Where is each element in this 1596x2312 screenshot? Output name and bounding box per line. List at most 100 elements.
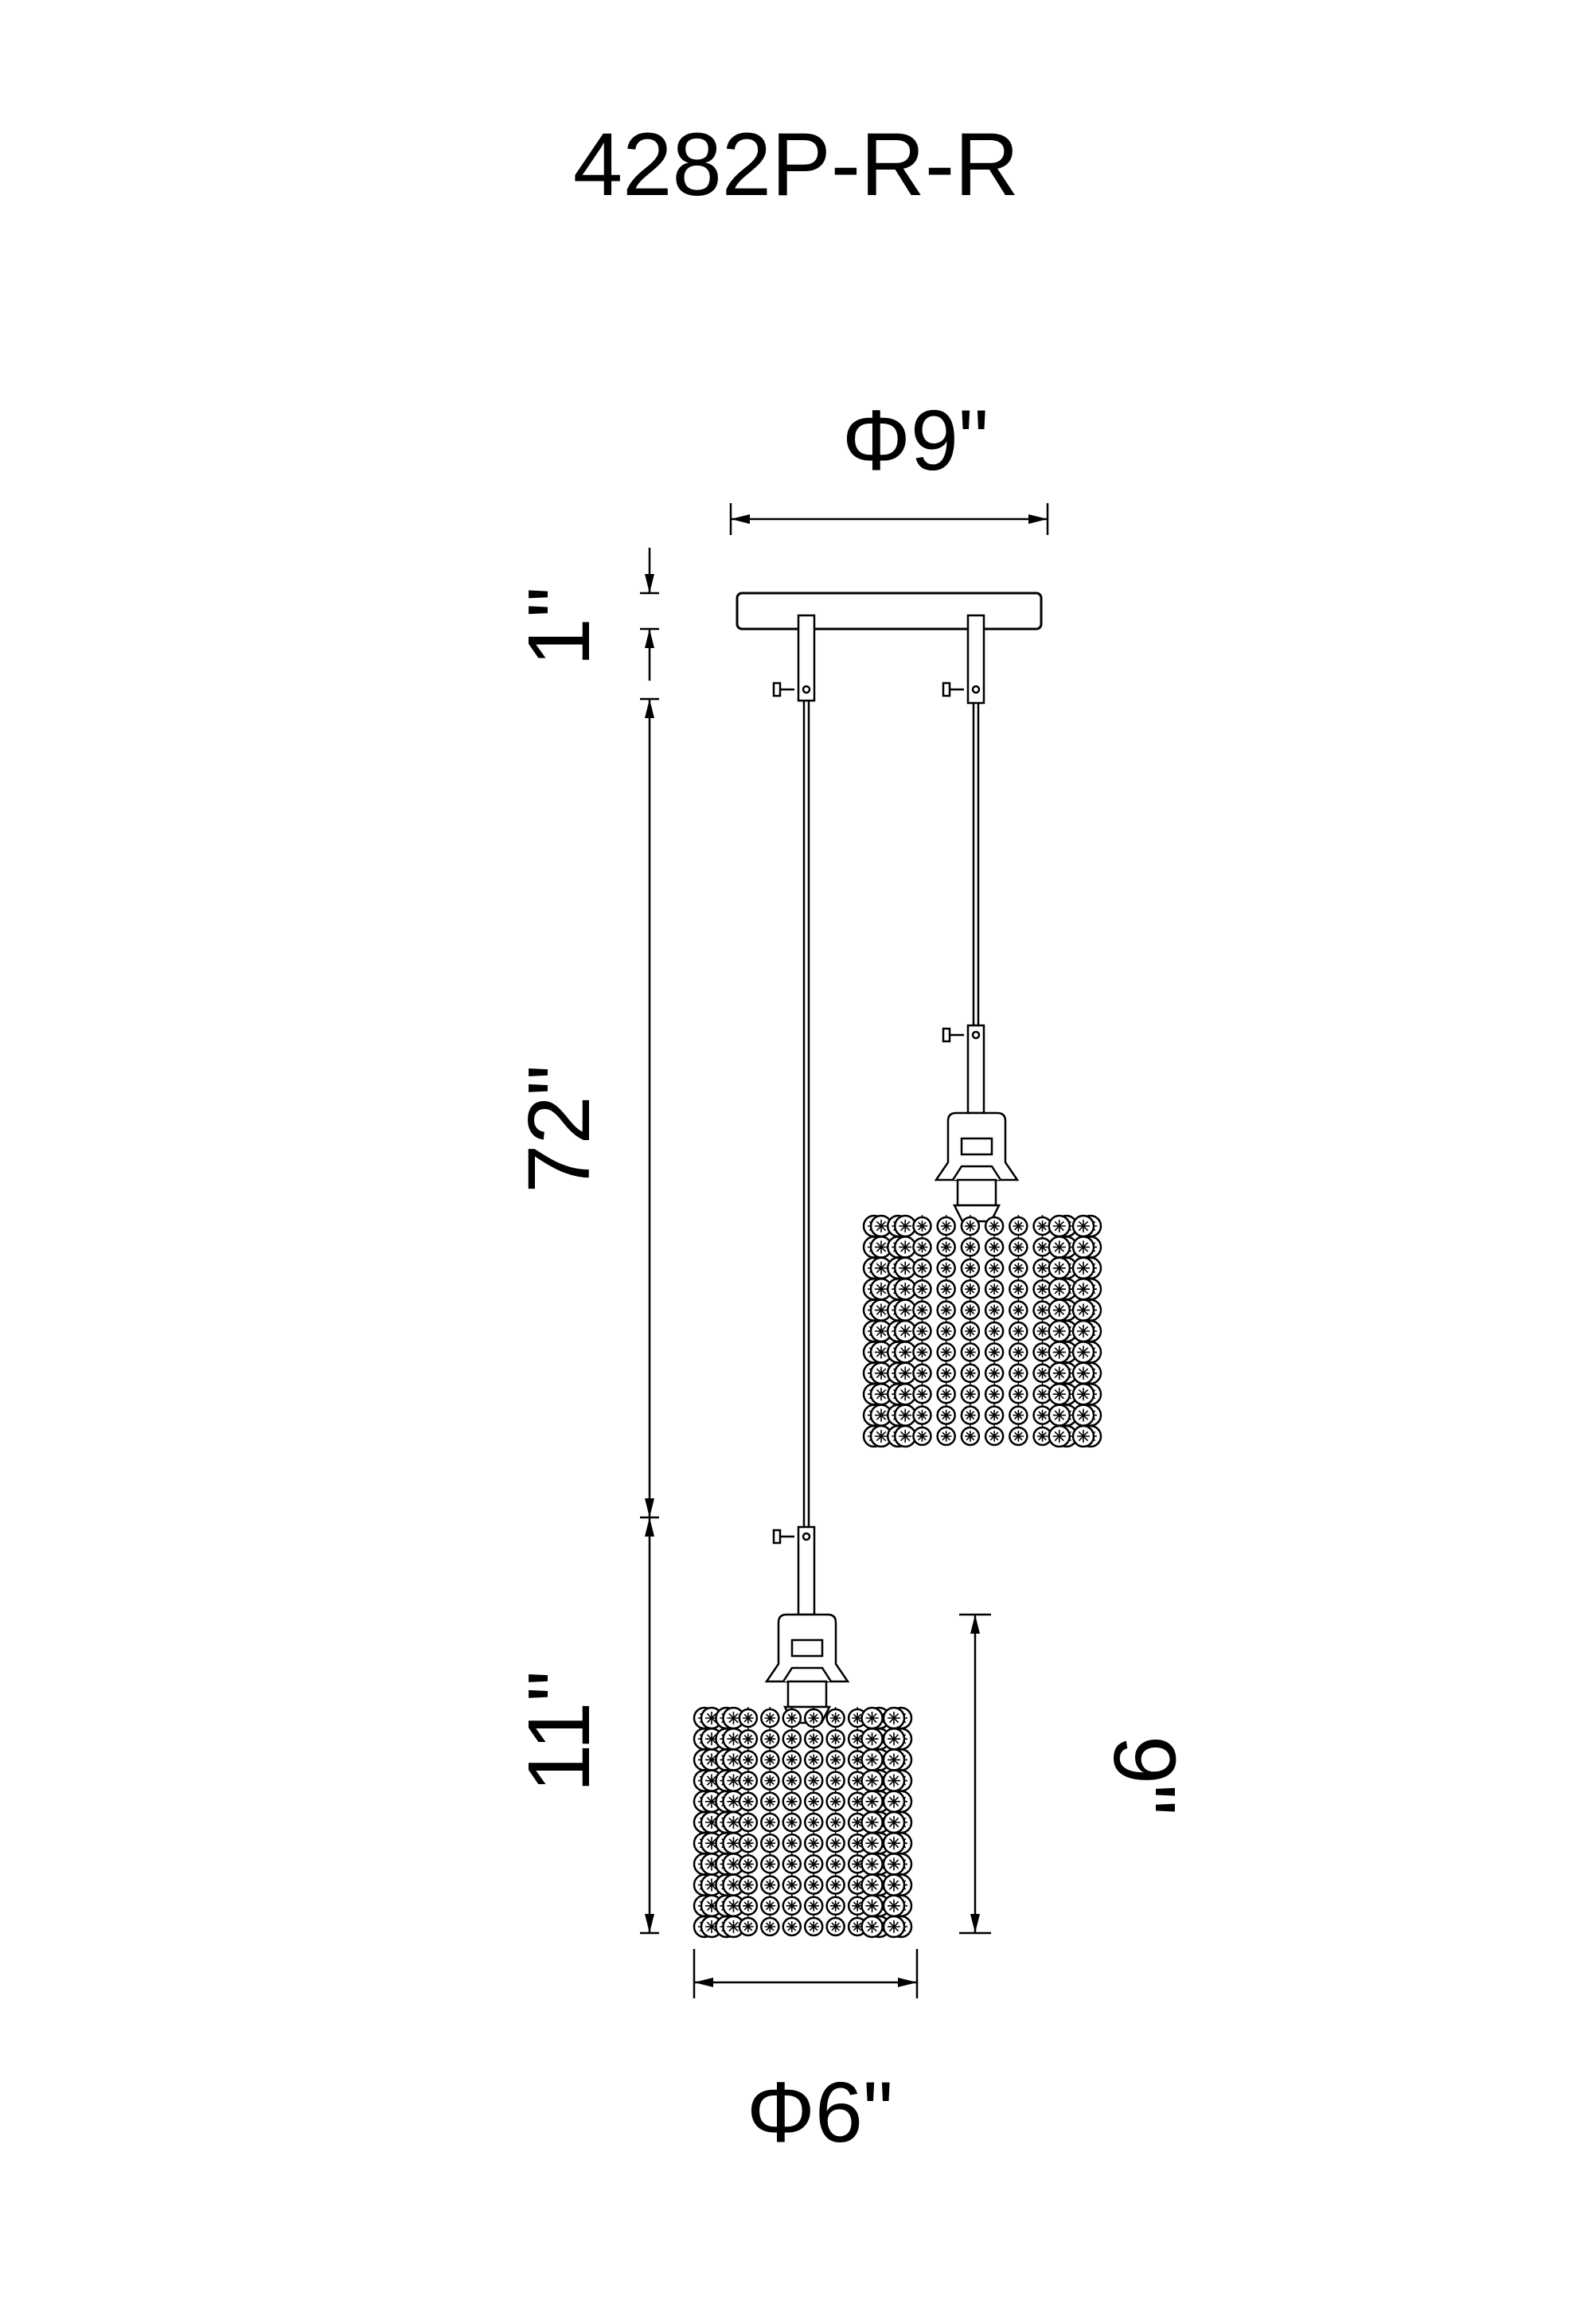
crystal-facet xyxy=(764,1817,776,1828)
crystal-shade-right xyxy=(862,1214,1102,1448)
canopy-height-label: 1" xyxy=(510,587,608,666)
crystal-facet xyxy=(989,1220,1000,1232)
crystal-facet xyxy=(1036,1409,1048,1421)
crystal-facet xyxy=(704,1857,719,1871)
crystal-facet xyxy=(743,1837,754,1849)
crystal-facet xyxy=(852,1879,863,1891)
crystal-facet xyxy=(808,1858,820,1870)
canopy-diameter-label: Φ9" xyxy=(842,392,989,488)
crystal-facet xyxy=(874,1303,888,1317)
crystal-facet xyxy=(874,1366,888,1380)
crystal-facet xyxy=(965,1367,976,1379)
crystal-facet xyxy=(887,1795,901,1808)
crystal-facet xyxy=(743,1879,754,1891)
crystal-facet xyxy=(743,1733,754,1745)
crystal-facet xyxy=(829,1733,841,1745)
crystal-facet xyxy=(965,1262,976,1274)
crystal-facet xyxy=(829,1879,841,1891)
crystal-facet xyxy=(865,1711,879,1725)
crystal-facet xyxy=(764,1795,776,1807)
crystal-facet xyxy=(1036,1304,1048,1316)
crystal-facet xyxy=(1013,1304,1024,1316)
crystal-facet xyxy=(899,1408,912,1422)
crystal-facet xyxy=(808,1837,820,1849)
crystal-facet xyxy=(764,1733,776,1745)
crystal-facet xyxy=(887,1732,901,1746)
crystal-facet xyxy=(786,1795,798,1807)
canopy xyxy=(736,592,1043,631)
crystal-facet xyxy=(764,1900,776,1912)
crystal-facet xyxy=(899,1219,912,1233)
crystal-facet xyxy=(989,1431,1000,1442)
shade-height-label: 9" xyxy=(1095,1736,1193,1815)
crystal-facet xyxy=(940,1409,952,1421)
crystal-facet xyxy=(940,1431,952,1442)
crystal-facet xyxy=(1076,1345,1091,1359)
crystal-facet xyxy=(727,1795,740,1808)
crystal-facet xyxy=(940,1304,952,1316)
crystal-facet xyxy=(727,1837,740,1850)
crystal-facet xyxy=(916,1367,928,1379)
crystal-facet xyxy=(704,1774,719,1787)
crystal-facet xyxy=(704,1711,719,1725)
crystal-facet xyxy=(916,1431,928,1442)
crystal-facet xyxy=(1013,1241,1024,1253)
crystal-facet xyxy=(727,1857,740,1871)
crystal-facet xyxy=(899,1303,912,1317)
crystal-facet xyxy=(1013,1346,1024,1358)
shade-diameter-dimension xyxy=(693,1949,919,1998)
crystal-facet xyxy=(1036,1220,1048,1232)
crystal-facet xyxy=(764,1837,776,1849)
crystal-facet xyxy=(852,1775,863,1787)
crystal-facet xyxy=(1013,1220,1024,1232)
crystal-facet xyxy=(865,1837,879,1850)
crystal-facet xyxy=(786,1817,798,1828)
crystal-facet xyxy=(865,1753,879,1767)
crystal-facet xyxy=(1076,1303,1091,1317)
crystal-facet xyxy=(1076,1366,1091,1380)
crystal-facet xyxy=(865,1732,879,1746)
crystal-facet xyxy=(1052,1366,1066,1380)
crystal-facet xyxy=(965,1409,976,1421)
crystal-facet xyxy=(865,1920,879,1934)
crystal-facet xyxy=(786,1733,798,1745)
crystal-facet xyxy=(989,1409,1000,1421)
canopy-diameter-dimension xyxy=(729,503,1049,535)
crystal-facet xyxy=(852,1817,863,1828)
crystal-facet xyxy=(727,1878,740,1892)
crystal-facet xyxy=(786,1775,798,1787)
crystal-facet xyxy=(899,1324,912,1338)
crystal-facet xyxy=(1052,1240,1066,1254)
crystal-facet xyxy=(1013,1283,1024,1295)
crystal-facet xyxy=(1076,1388,1091,1401)
crystal-facet xyxy=(965,1388,976,1400)
crystal-facet xyxy=(940,1326,952,1337)
pendant-hardware xyxy=(764,614,1020,1724)
crystal-facet xyxy=(704,1753,719,1767)
crystal-facet xyxy=(764,1775,776,1787)
crystal-facet xyxy=(1013,1262,1024,1274)
crystal-facet xyxy=(887,1753,901,1767)
crystal-facet xyxy=(916,1262,928,1274)
crystal-facet xyxy=(916,1304,928,1316)
crystal-facet xyxy=(865,1774,879,1787)
crystal-facet xyxy=(916,1326,928,1337)
crystal-facet xyxy=(829,1837,841,1849)
crystal-facet xyxy=(852,1754,863,1766)
crystal-facet xyxy=(874,1324,888,1338)
crystal-facet xyxy=(764,1713,776,1724)
crystal-facet xyxy=(808,1754,820,1766)
crystal-facet xyxy=(1036,1262,1048,1274)
crystal-facet xyxy=(1076,1408,1091,1422)
crystal-facet xyxy=(704,1899,719,1912)
crystal-facet xyxy=(704,1920,719,1934)
crystal-facet xyxy=(786,1921,798,1932)
crystal-facet xyxy=(916,1409,928,1421)
crystal-facet xyxy=(764,1858,776,1870)
shade-diameter-label: Φ6" xyxy=(747,2064,894,2160)
crystal-facet xyxy=(940,1346,952,1358)
crystal-facet xyxy=(965,1326,976,1337)
crystal-facet xyxy=(1052,1303,1066,1317)
